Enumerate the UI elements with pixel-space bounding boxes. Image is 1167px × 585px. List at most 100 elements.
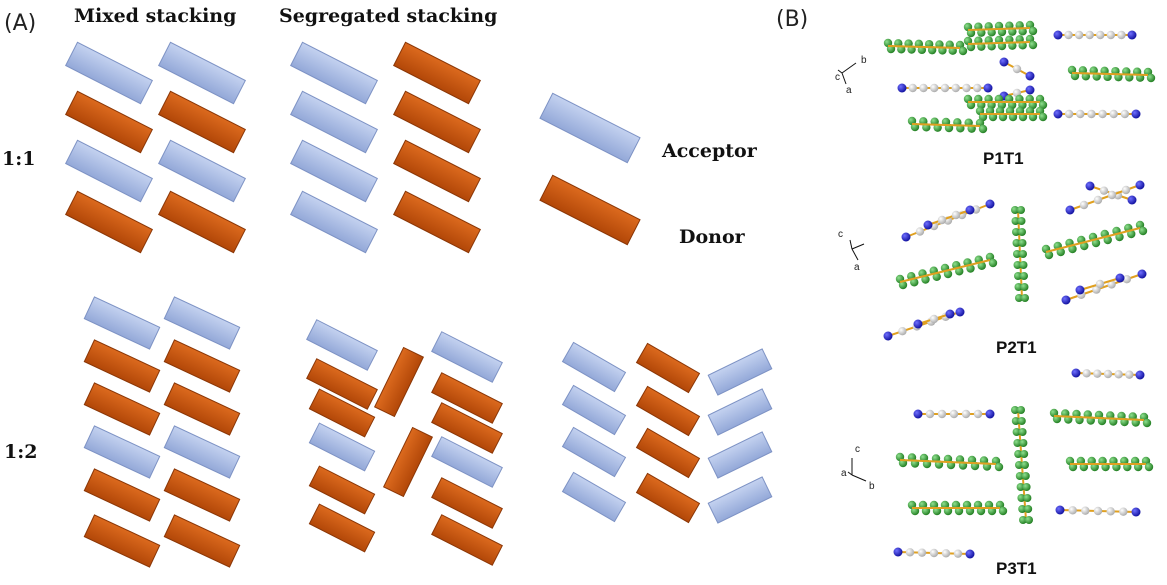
nitrogen-atom xyxy=(983,83,993,93)
acceptor-tile xyxy=(163,296,241,350)
donor-atom xyxy=(1038,112,1048,122)
carbon-atom xyxy=(1114,370,1123,379)
donor-tile xyxy=(163,514,241,568)
donor-atom xyxy=(1016,483,1025,491)
donor-atom xyxy=(898,280,908,290)
donor-atom xyxy=(994,462,1004,472)
carbon-atom xyxy=(1074,30,1084,40)
bond xyxy=(1053,415,1145,421)
donor-atom xyxy=(1015,294,1023,302)
donor-atom xyxy=(1025,516,1033,524)
carbon-atom xyxy=(1107,190,1117,200)
nitrogen-atom xyxy=(1065,205,1075,215)
donor-atom xyxy=(1015,461,1023,469)
carbon-atom xyxy=(1125,370,1134,379)
carbon-atom xyxy=(917,548,927,557)
donor-tile xyxy=(539,174,641,246)
nitrogen-atom xyxy=(1053,30,1063,40)
donor-atom xyxy=(1018,428,1027,436)
carbon-atom xyxy=(1064,30,1073,40)
donor-atom xyxy=(1023,494,1032,502)
nitrogen-atom xyxy=(1055,505,1065,515)
structure-label-p1t1: P1T1 xyxy=(983,149,1024,168)
donor-tile xyxy=(431,514,503,566)
acceptor-tile xyxy=(539,92,641,164)
bond xyxy=(887,45,961,49)
carbon-atom xyxy=(1064,109,1074,119)
donor-atom xyxy=(1011,417,1020,425)
acceptor-tile xyxy=(308,422,376,472)
donor-tile xyxy=(83,514,161,568)
carbon-atom xyxy=(1107,280,1116,289)
carbon-atom xyxy=(962,83,971,93)
donor-atom xyxy=(1019,261,1028,269)
donor-tile xyxy=(431,477,503,529)
ratio-label-1-1: 1:1 xyxy=(2,148,35,170)
donor-tile xyxy=(163,382,241,436)
acceptor-tile xyxy=(431,436,503,488)
nitrogen-atom xyxy=(1075,285,1085,295)
carbon-atom xyxy=(898,327,907,336)
donor-tile xyxy=(393,90,481,154)
carbon-atom xyxy=(949,409,959,419)
axis-label-p2-a: a xyxy=(854,262,860,273)
acceptor-tile xyxy=(561,426,627,478)
nitrogen-atom xyxy=(1053,109,1063,119)
carbon-atom xyxy=(1122,275,1132,284)
donor-tile xyxy=(65,190,153,254)
panel-b-label: (B) xyxy=(776,7,808,32)
donor-atom xyxy=(1011,206,1019,214)
donor-atom xyxy=(1138,226,1148,236)
donor-atom xyxy=(1044,250,1054,260)
donor-tile xyxy=(373,346,425,418)
carbon-atom xyxy=(937,215,947,225)
acceptor-tile xyxy=(561,384,627,436)
carbon-atom xyxy=(973,83,982,93)
acceptor-tile xyxy=(707,476,773,524)
donor-atom xyxy=(1080,241,1089,251)
acceptor-tile xyxy=(707,431,773,479)
donor-tile xyxy=(393,41,481,105)
donor-atom xyxy=(1017,206,1025,214)
donor-atom xyxy=(1028,26,1038,36)
axis-indicator-p1 xyxy=(837,62,857,85)
carbon-atom xyxy=(905,548,915,557)
carbon-atom xyxy=(1095,279,1105,289)
acceptor-tile xyxy=(290,41,378,105)
donor-atom xyxy=(988,258,998,268)
donor-tile xyxy=(158,190,246,254)
nitrogen-atom xyxy=(965,549,975,559)
nitrogen-atom xyxy=(999,57,1009,67)
donor-atom xyxy=(1019,439,1028,447)
donor-tile xyxy=(431,402,503,454)
donor-tile xyxy=(308,388,376,438)
carbon-atom xyxy=(1093,506,1103,516)
donor-atom xyxy=(1011,217,1020,225)
axis-indicator-p3 xyxy=(847,458,867,482)
nitrogen-atom xyxy=(965,205,975,215)
axis-label-p3-c: c xyxy=(855,444,860,455)
donor-atom xyxy=(1018,505,1027,513)
donor-atom xyxy=(1019,516,1027,524)
carbon-atom xyxy=(1082,369,1091,378)
donor-atom xyxy=(1146,73,1156,83)
donor-atom xyxy=(1013,439,1022,447)
nitrogen-atom xyxy=(913,409,923,419)
carbon-atom xyxy=(1012,64,1022,74)
donor-tile xyxy=(83,468,161,522)
acceptor-tile xyxy=(65,139,153,203)
bond xyxy=(967,41,1031,45)
nitrogen-atom xyxy=(985,409,995,419)
nitrogen-atom xyxy=(1127,30,1137,40)
structure-label-p3t1: P3T1 xyxy=(996,559,1037,578)
carbon-atom xyxy=(915,227,925,236)
donor-tile xyxy=(635,427,701,479)
nitrogen-atom xyxy=(1137,269,1147,279)
axis-label-p2-c: c xyxy=(838,229,843,240)
bond xyxy=(899,459,997,465)
bond xyxy=(911,123,981,127)
donor-atom xyxy=(1019,250,1027,258)
nitrogen-atom xyxy=(945,309,955,319)
carbon-atom xyxy=(1087,109,1096,119)
donor-atom xyxy=(1018,228,1026,236)
